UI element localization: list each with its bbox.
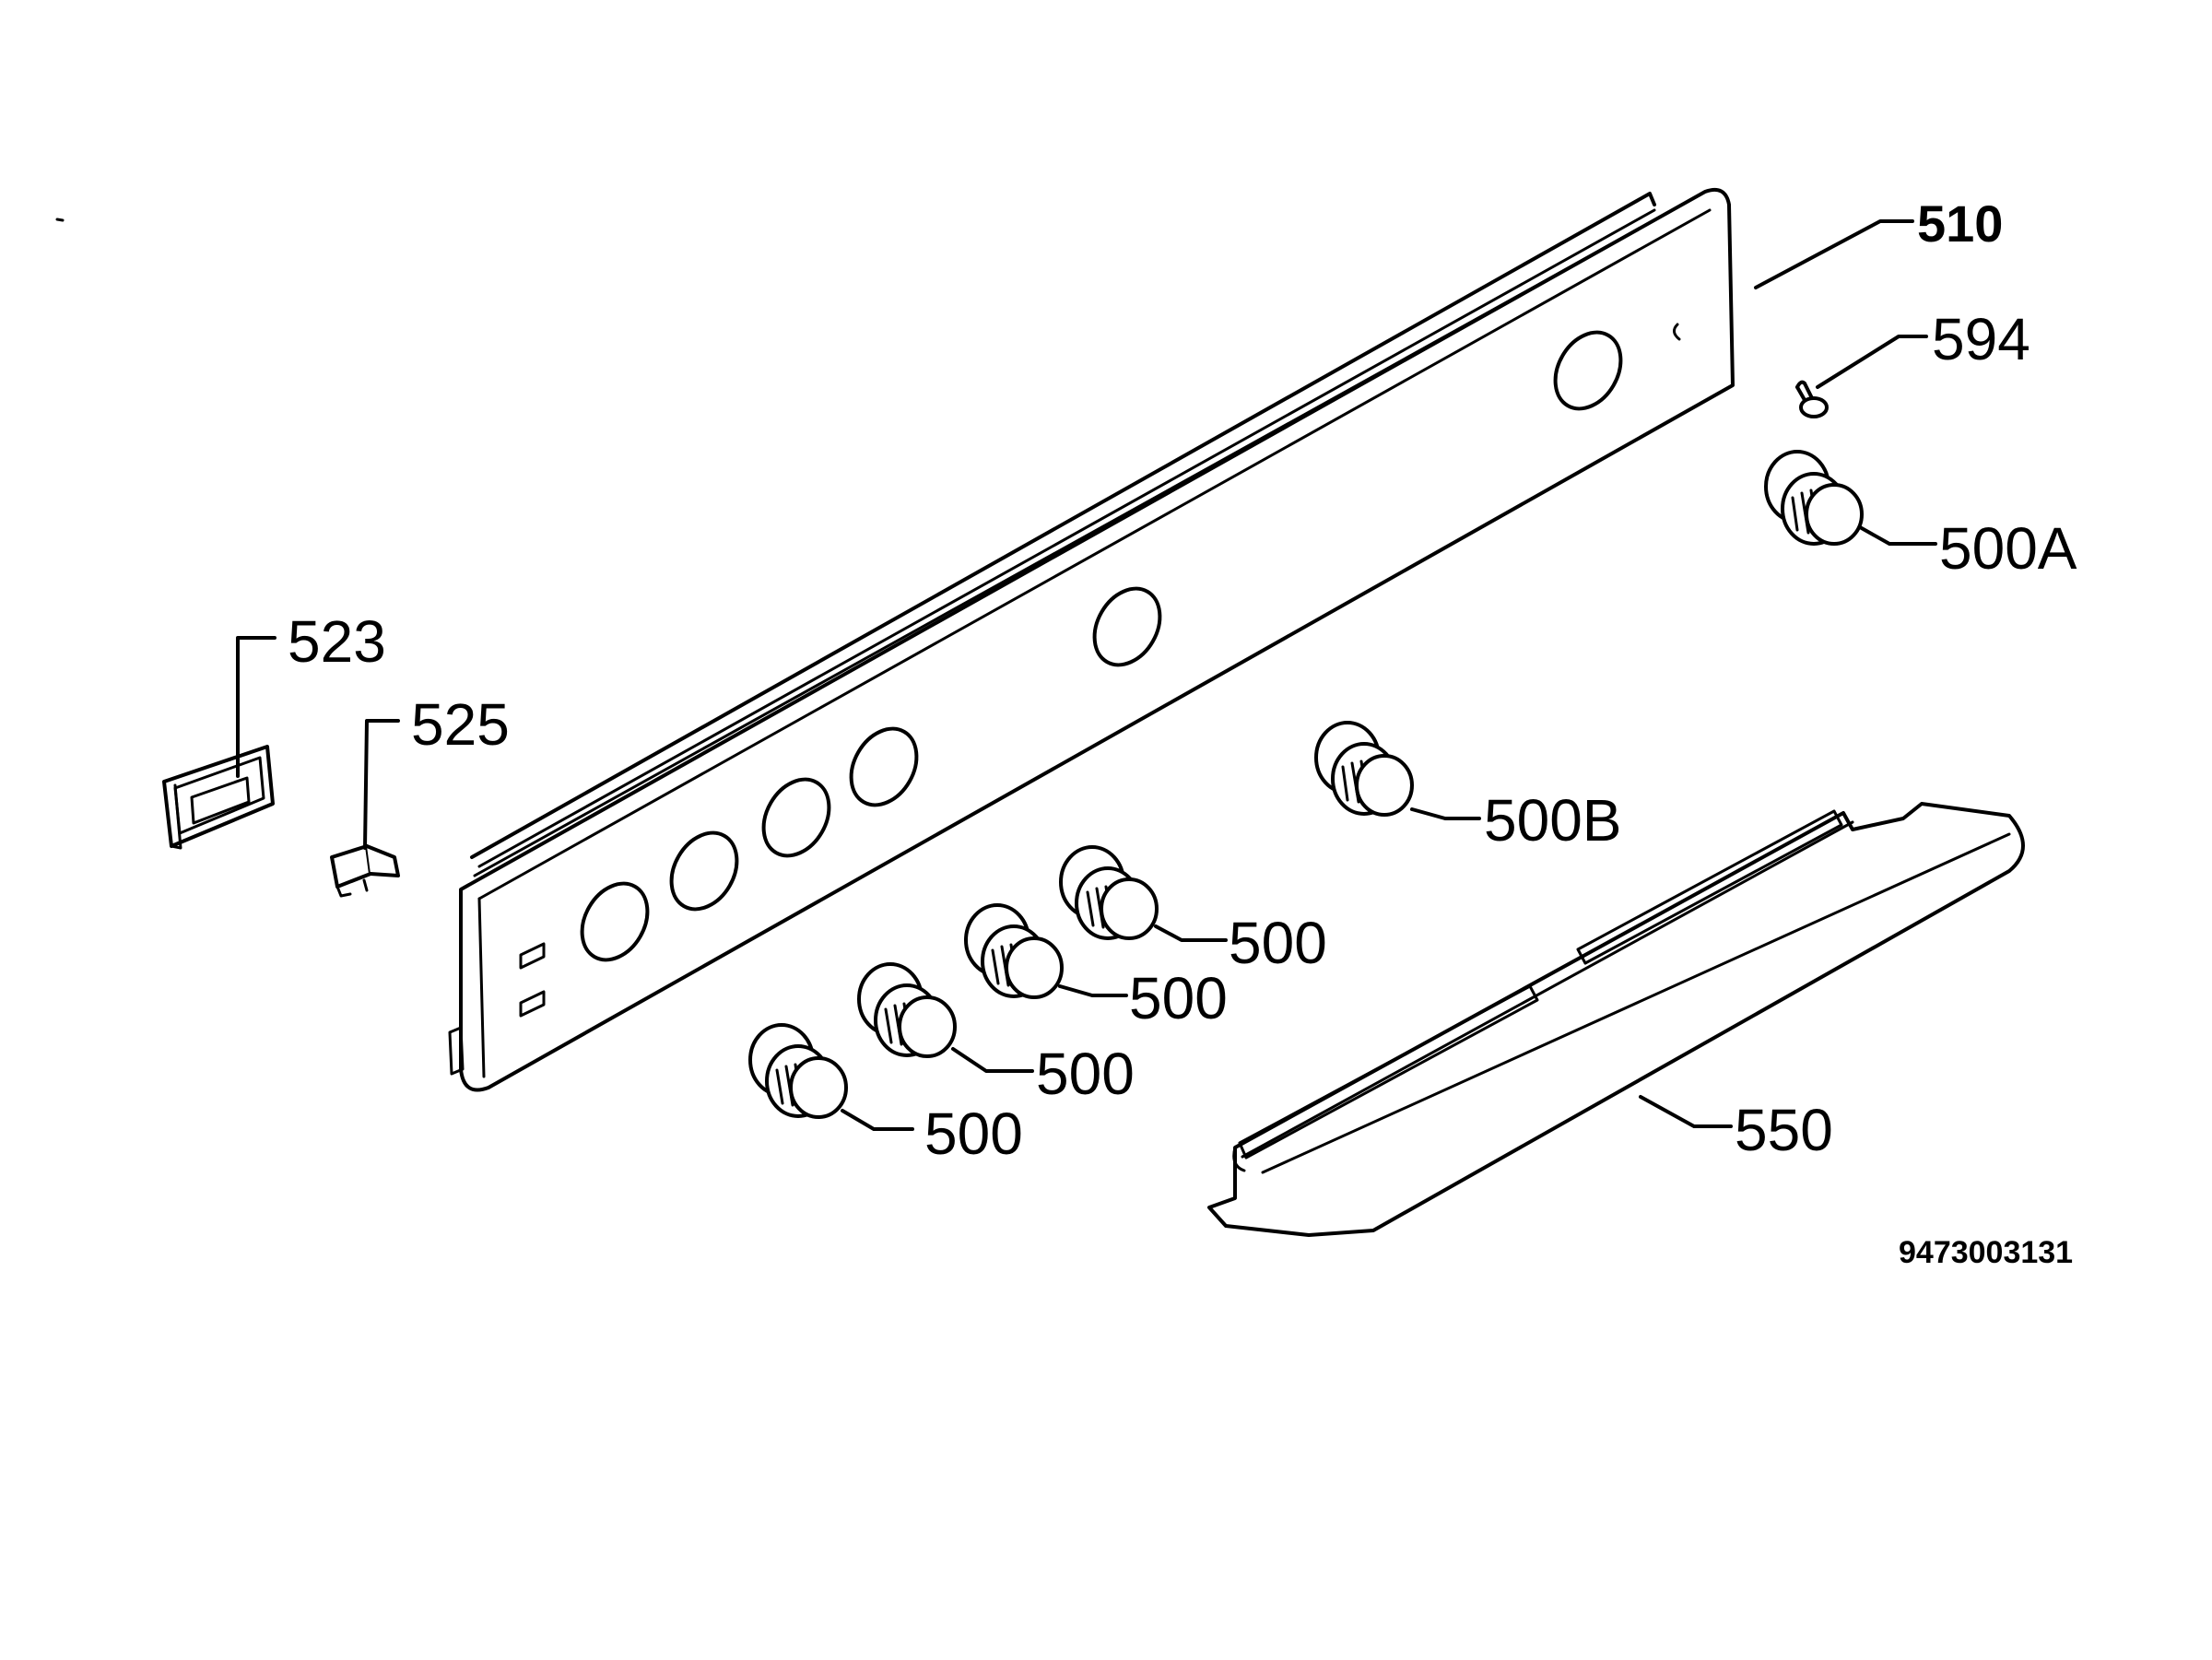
knob-500-2 (964, 903, 1064, 999)
label-500b: 500B (1484, 787, 1621, 854)
label-500a: 500A (1939, 515, 2077, 582)
knob-500a (1764, 450, 1864, 546)
part-labels: 510 594 500A 523 525 500B 500 500 500 50… (288, 194, 2077, 1270)
knob-500-4 (748, 1023, 848, 1119)
label-525: 525 (411, 691, 510, 758)
screw-594 (1795, 380, 1829, 418)
knob-500-1 (1059, 845, 1159, 940)
trim-strip-550 (1207, 802, 2025, 1237)
label-500-3: 500 (1036, 1041, 1135, 1107)
knob-500-3 (857, 962, 957, 1058)
leader-lines (55, 218, 1937, 1131)
label-500-2: 500 (1129, 965, 1228, 1031)
control-panel-510 (448, 187, 1735, 1092)
lamp-523 (162, 745, 275, 850)
label-594: 594 (1932, 306, 2030, 372)
switch-525 (330, 844, 400, 898)
label-500-4: 500 (924, 1101, 1023, 1167)
label-500-1: 500 (1229, 910, 1327, 976)
label-510: 510 (1917, 194, 2003, 253)
label-523: 523 (288, 608, 386, 675)
knob-500-row (748, 845, 1159, 1119)
knob-500b (1314, 721, 1414, 817)
diagram-reference-code: 9473003131 (1899, 1235, 2073, 1270)
label-550: 550 (1735, 1097, 1833, 1163)
